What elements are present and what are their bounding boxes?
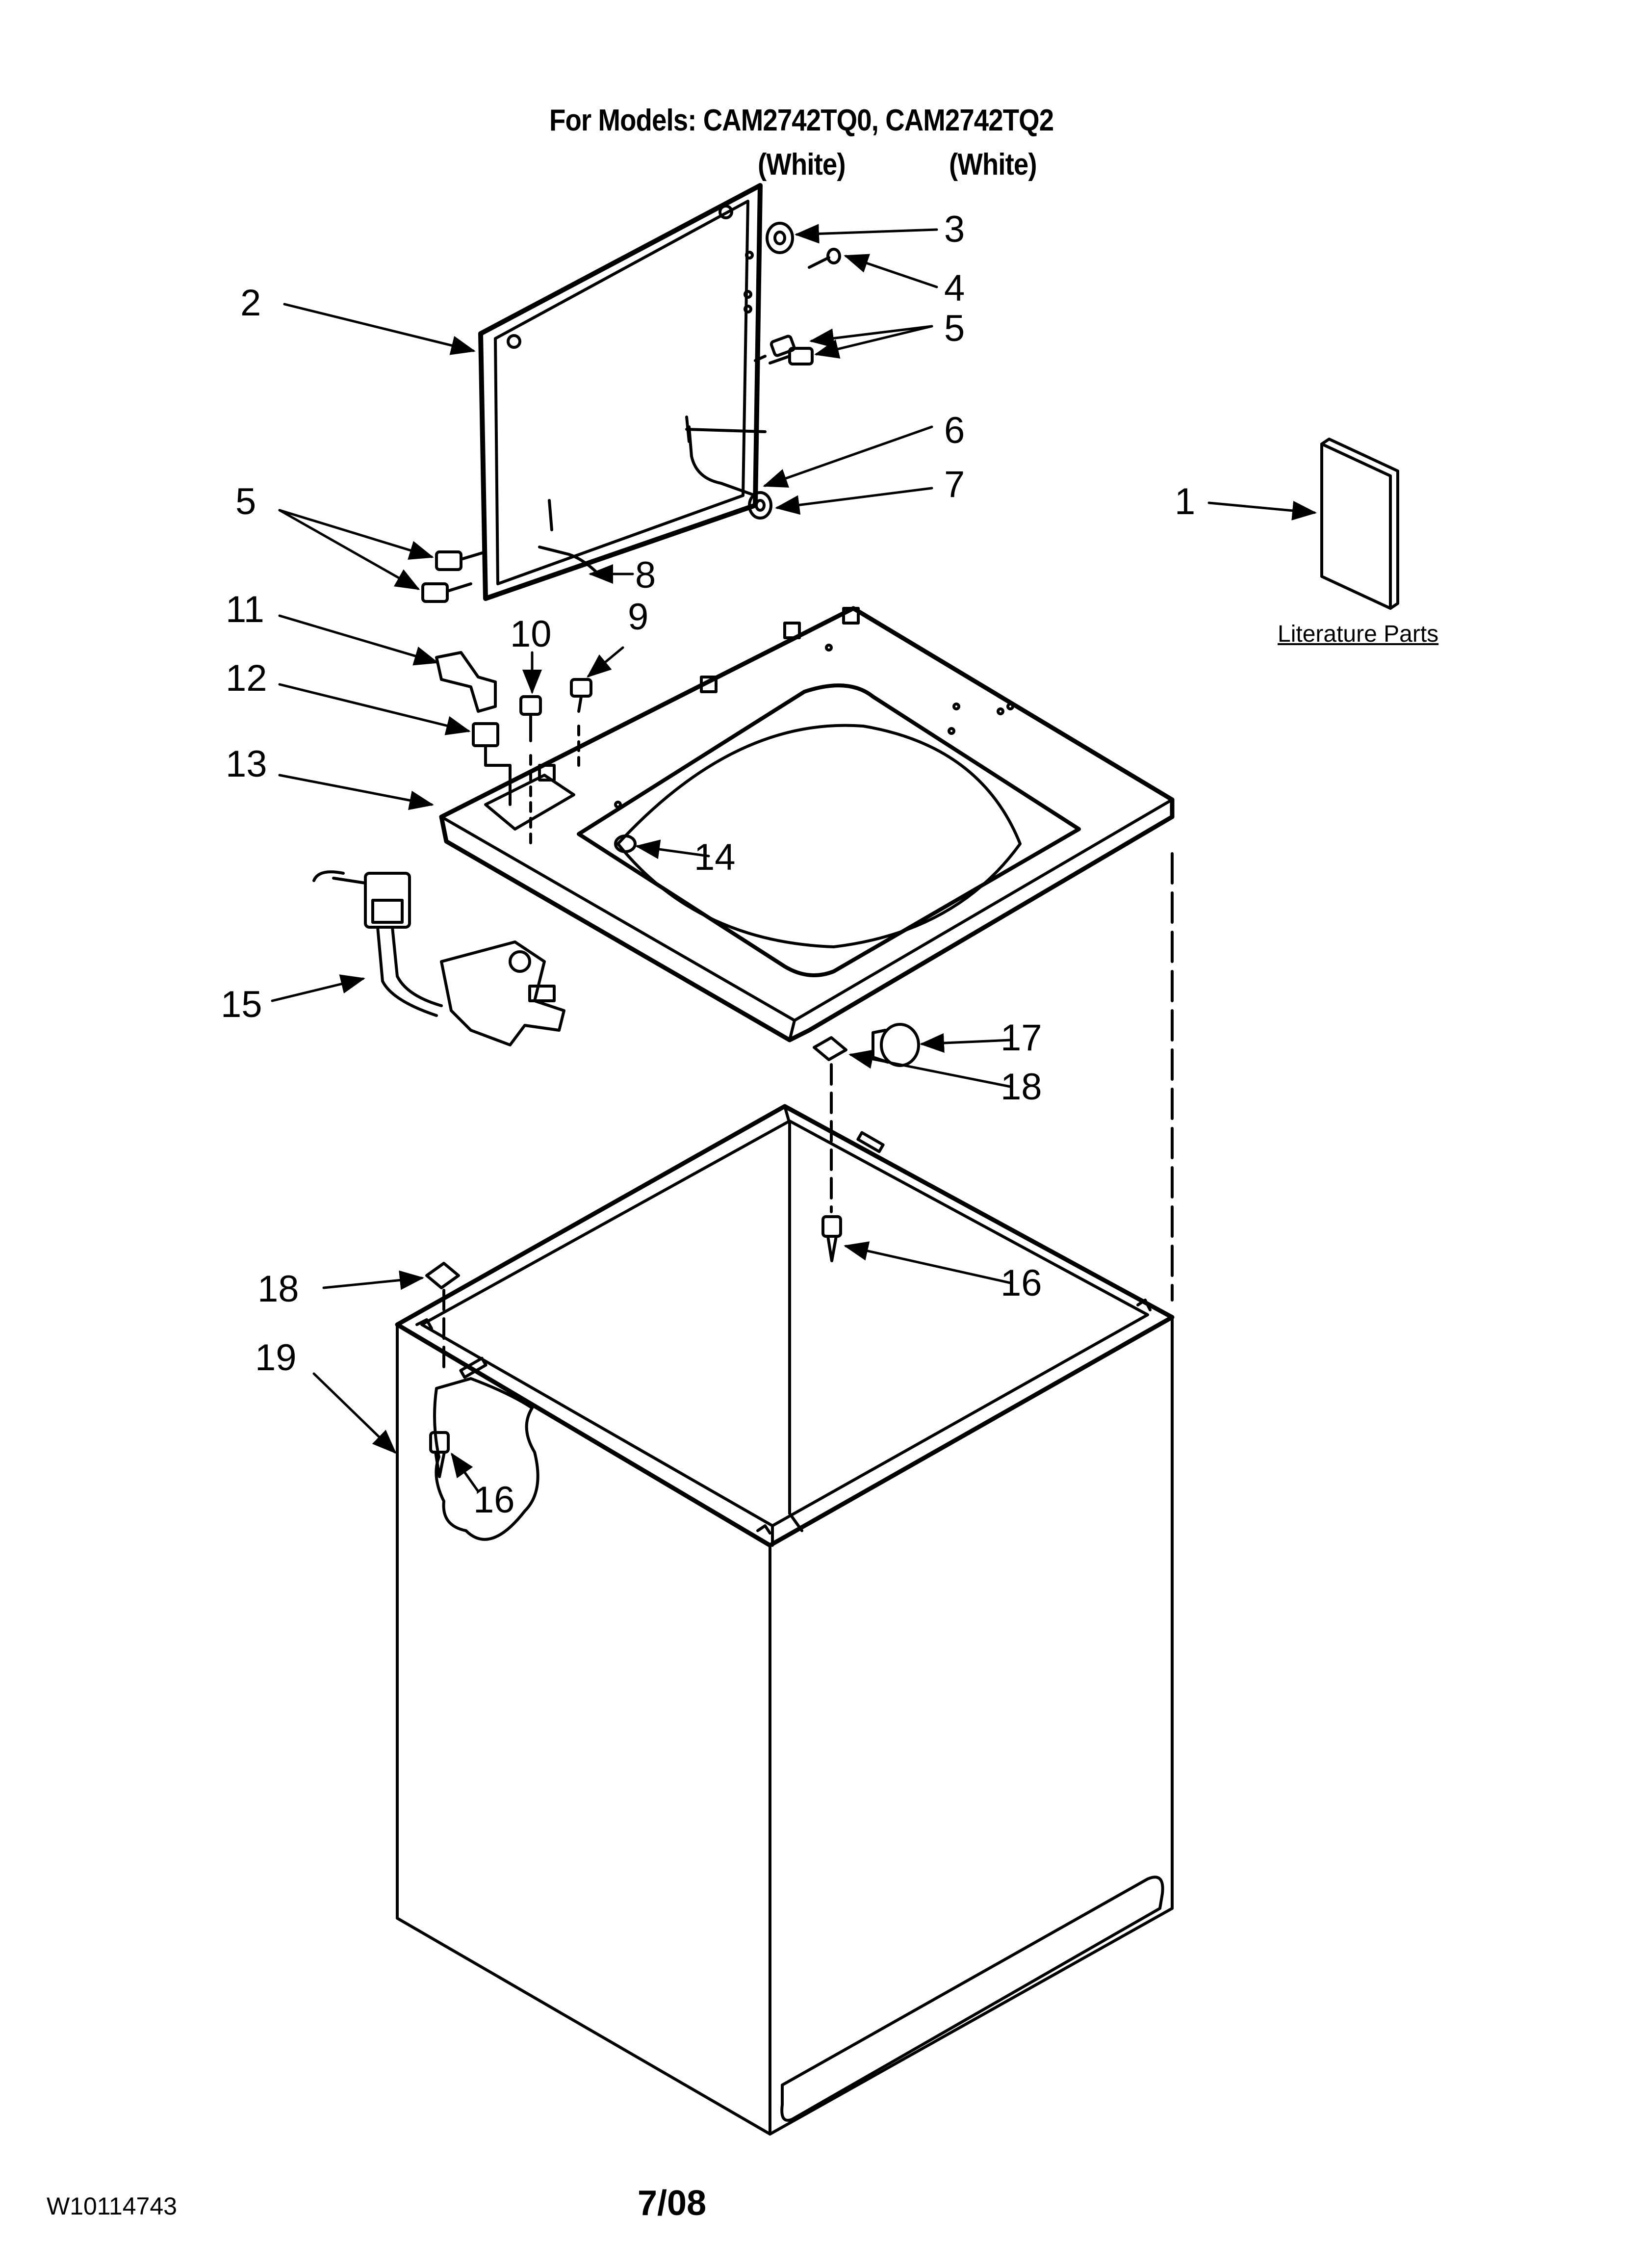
- callout-10: 10: [510, 613, 552, 655]
- revision-date: 7/08: [638, 2184, 707, 2223]
- hinge-wire: [688, 425, 757, 497]
- model-color-white-1: (White): [758, 148, 846, 182]
- model-color-white-2: (White): [949, 148, 1037, 182]
- callout-17: 17: [1001, 1017, 1042, 1059]
- callout-9: 9: [628, 596, 649, 638]
- spring-clip-upper: [813, 1036, 847, 1213]
- hinge-screws-left: [421, 550, 487, 603]
- pin: [808, 248, 841, 269]
- callout-16-lower: 16: [473, 1479, 515, 1521]
- literature-parts-label: Literature Parts: [1278, 621, 1439, 647]
- callout-5-left: 5: [235, 481, 257, 522]
- wire-clip: [435, 651, 497, 713]
- literature-booklet: [1320, 438, 1399, 610]
- models-header: For Models: CAM2742TQ0, CAM2742TQ2: [549, 104, 1054, 137]
- callout-14: 14: [694, 836, 736, 878]
- lock-nut: [472, 722, 512, 806]
- lid-switch: [312, 870, 565, 1046]
- callout-1: 1: [1175, 481, 1196, 522]
- callout-6: 6: [944, 410, 965, 451]
- callout-8: 8: [635, 554, 656, 596]
- bumper-grommet: [766, 222, 794, 254]
- hinge-screws-right: [685, 335, 814, 443]
- callout-18-lower: 18: [257, 1268, 299, 1310]
- callout-2: 2: [240, 282, 261, 324]
- callout-13: 13: [226, 743, 267, 785]
- lid-frame: [478, 183, 763, 601]
- callout-4: 4: [944, 267, 965, 309]
- callout-18-upper: 18: [1001, 1066, 1042, 1108]
- hinge-end-cap: [748, 491, 772, 520]
- cabinet-screw-upper: [821, 1215, 842, 1262]
- leader-lines: [271, 224, 1317, 1493]
- spring-clip-lower: [425, 1262, 460, 1375]
- callout-5-right: 5: [944, 308, 965, 349]
- callout-3: 3: [944, 209, 965, 250]
- callout-15: 15: [221, 984, 262, 1025]
- document-number: W10114743: [47, 2192, 177, 2220]
- callout-7: 7: [944, 464, 965, 505]
- callout-16-upper: 16: [1001, 1262, 1042, 1304]
- callout-12: 12: [226, 657, 267, 699]
- cabinet: [395, 1104, 1175, 2136]
- callout-11: 11: [226, 589, 264, 630]
- top-screw-9: [570, 678, 592, 767]
- top-panel: [439, 606, 1175, 1043]
- callout-19: 19: [255, 1337, 297, 1379]
